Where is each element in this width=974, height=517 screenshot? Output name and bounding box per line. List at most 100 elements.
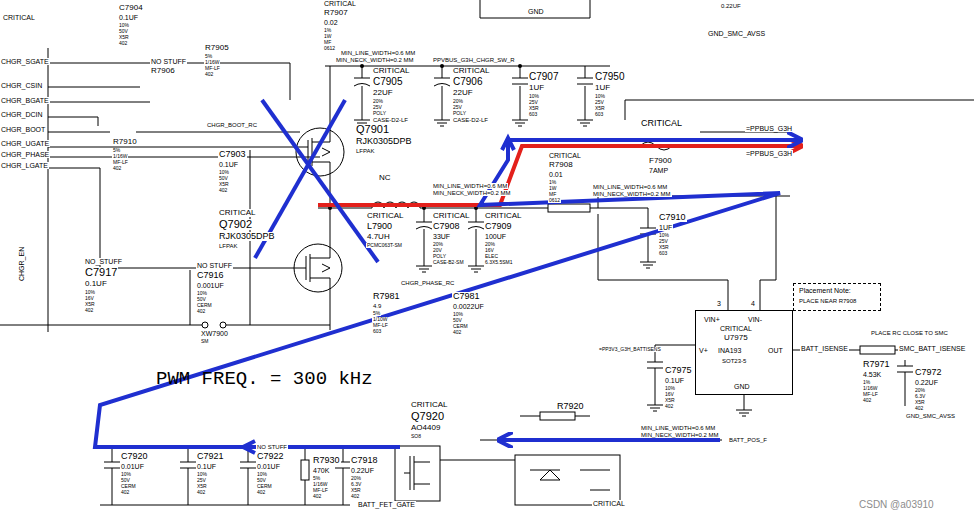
- box-text: PLACE NEAR R7908: [799, 298, 856, 304]
- blue-annotation-arrow: [243, 441, 255, 453]
- schematic-label: 4: [750, 300, 756, 307]
- schematic-label: POLY: [432, 254, 447, 259]
- schematic-label: 402: [84, 308, 94, 313]
- schematic-label: 100UF: [484, 233, 507, 240]
- wire: [897, 360, 913, 406]
- schematic-label: 1/16W: [312, 482, 328, 487]
- schematic-label: 0.01: [548, 171, 564, 178]
- schematic-label: CASE-B2-SM: [432, 260, 465, 265]
- schematic-label: 0.22UF: [720, 3, 742, 9]
- box-text: VIN+: [704, 316, 720, 323]
- schematic-label: CERM: [256, 484, 273, 489]
- schematic-label: C7950: [594, 72, 625, 82]
- schematic-label: X5R: [84, 302, 96, 307]
- schematic-label: MIN_NECK_WIDTH=0.2 MM: [592, 191, 672, 197]
- schematic-label: CHGR_BOOT: [0, 126, 46, 133]
- schematic-label: 402: [218, 188, 228, 193]
- schematic-label: 1/16W: [862, 386, 878, 391]
- schematic-label: 1/10W: [372, 317, 388, 322]
- wire: [530, 470, 610, 490]
- schematic-label: 16V: [84, 296, 95, 301]
- schematic-label: CHGR_CSIN: [0, 82, 43, 89]
- schematic-label: NO STUFF: [256, 444, 288, 450]
- schematic-label: CRITICAL: [323, 0, 357, 7]
- box-text: GND: [734, 383, 750, 390]
- schematic-label: 5%: [312, 476, 321, 481]
- schematic-label: Q7901: [355, 124, 390, 135]
- wire: [330, 208, 331, 330]
- schematic-label: C7909: [484, 222, 513, 231]
- schematic-label: AO4409: [410, 424, 441, 432]
- wire: [440, 460, 515, 461]
- wire: [416, 208, 432, 272]
- schematic-label: CRITICAL: [372, 67, 410, 75]
- xw-jumper: [220, 322, 226, 328]
- schematic-label: 1UF: [658, 224, 673, 231]
- schematic-label: X5R: [594, 106, 606, 111]
- schematic-label: CHGR_BOOT_RC: [206, 122, 258, 128]
- schematic-label: CASE-D2-LF: [452, 117, 489, 123]
- schematic-label: C7910: [658, 213, 687, 222]
- schematic-label: 0612: [323, 46, 336, 51]
- schematic-label: 0.22UF: [914, 379, 939, 386]
- schematic-label: 0.1UF: [84, 280, 108, 288]
- schematic-label: X5R: [658, 245, 670, 250]
- watermark: CSDN @a03910: [858, 500, 935, 510]
- ic-box: VIN+VIN-CRITICALU7975V+INA193OUTSOT23-5G…: [695, 310, 793, 395]
- schematic-label: =PP3V3_G3H_BATTISENS: [598, 347, 662, 352]
- wire: [48, 132, 110, 133]
- schematic-label: 10%: [664, 386, 676, 391]
- schematic-label: CHGR_SGATE: [0, 58, 50, 65]
- wire: [0, 0, 974, 505]
- schematic-label: GND: [527, 8, 545, 15]
- design-note: PWM FREQ. = 300 kHz: [155, 370, 374, 389]
- schematic-label: 3: [716, 300, 722, 307]
- wire: [420, 208, 548, 209]
- schematic-label: CRITICAL: [640, 119, 683, 128]
- schematic-label: C7906: [452, 77, 483, 87]
- schematic-label: Q7902: [218, 219, 253, 230]
- schematic-label: CASE-D2-LF: [372, 117, 409, 123]
- wire: [647, 345, 695, 411]
- schematic-label: X5R: [528, 106, 540, 111]
- schematic-label: 50V: [256, 478, 267, 483]
- schematic-label: CRITICAL: [410, 401, 448, 409]
- wire: [760, 196, 776, 310]
- wire: [100, 505, 350, 506]
- schematic-label: C7921: [196, 452, 225, 461]
- schematic-label: SO8: [410, 434, 422, 439]
- schematic-label: 50V: [118, 29, 129, 34]
- schematic-label: CERM: [120, 484, 137, 489]
- schematic-label: 1UF: [528, 84, 545, 92]
- schematic-label: C7916: [196, 271, 225, 280]
- box-text: U7975: [724, 334, 748, 342]
- connection-dot: [440, 64, 444, 68]
- schematic-label: BATT_ISENSE: [800, 345, 849, 352]
- schematic-label: MF-LF: [204, 66, 221, 71]
- wire: [48, 157, 320, 158]
- schematic-label: LFPAK: [218, 243, 239, 249]
- schematic-label: 22UF: [372, 89, 394, 97]
- schematic-label: 470K: [312, 467, 330, 474]
- schematic-label: 0.1UF: [118, 14, 139, 21]
- schematic-label: CHGR_LGATE: [0, 162, 49, 169]
- schematic-label: 33UF: [432, 233, 451, 240]
- schematic-label: C7908: [432, 222, 461, 231]
- schematic-label: 10%: [218, 170, 230, 175]
- schematic-label: R7930: [312, 456, 341, 465]
- schematic-label: 10%: [120, 472, 132, 477]
- schematic-label: C7905: [372, 77, 403, 87]
- schematic-label: 0612: [548, 198, 561, 203]
- note-box: Placement Note:PLACE NEAR R7908: [793, 283, 881, 311]
- schematic-label: CRITICAL: [2, 14, 36, 21]
- schematic-label: 50V: [196, 297, 207, 302]
- schematic-label: MIN_NECK_WIDTH=0.2 MM: [432, 190, 512, 196]
- schematic-label: 6.3X5.5SM1: [484, 260, 514, 265]
- schematic-label: 20V: [432, 248, 443, 253]
- schematic-label: MF: [323, 40, 332, 45]
- schematic-label: MF-LF: [112, 160, 129, 165]
- schematic-label: PLACE RC CLOSE TO SMC: [870, 330, 949, 336]
- blue-annotation-arrow: [95, 100, 800, 453]
- box-text: CRITICAL: [720, 325, 752, 332]
- schematic-label: 10%: [196, 291, 208, 296]
